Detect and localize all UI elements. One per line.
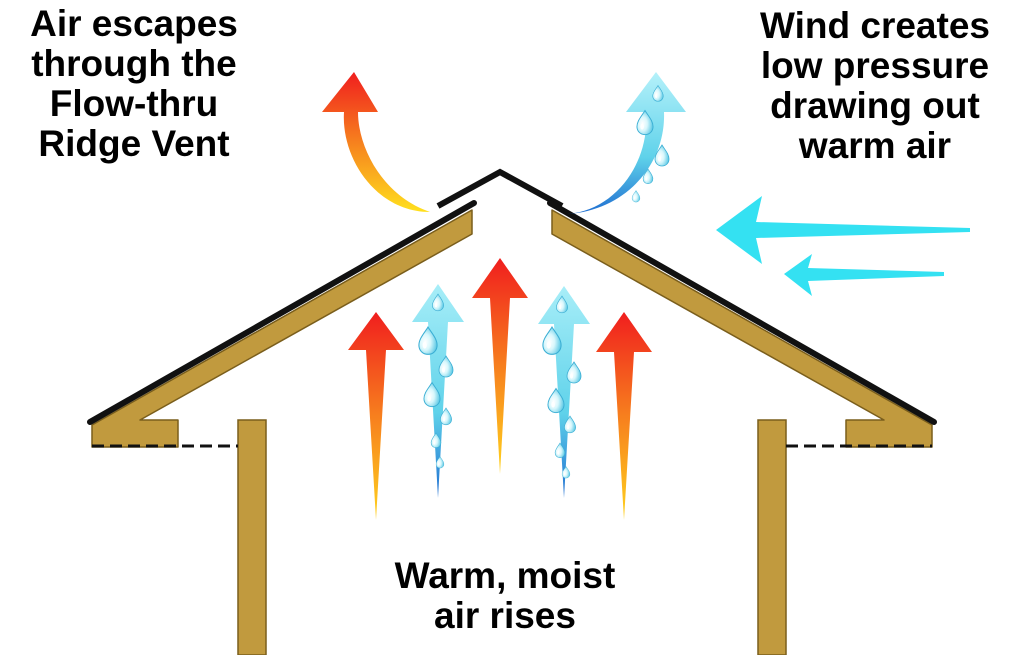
wind-caption-line-3: drawing out xyxy=(770,85,980,126)
moist-air-arrow-right xyxy=(538,286,590,498)
left-wall xyxy=(237,419,267,655)
ridge-vent-caption-line-3: Flow-thru xyxy=(49,83,219,124)
ridge-vent-caption-line-4: Ridge Vent xyxy=(38,123,230,164)
moist-air-arrow-left xyxy=(412,284,464,498)
right-wall xyxy=(757,419,787,655)
wind-caption: Wind creates low pressure drawing out wa… xyxy=(730,6,1020,166)
wind-caption-line-4: warm air xyxy=(798,125,952,166)
warm-air-arrow-center xyxy=(472,258,528,474)
ridge-vent-caption-line-1: Air escapes xyxy=(30,3,238,44)
wind-caption-line-2: low pressure xyxy=(760,45,990,86)
rising-air-caption-line-2: air rises xyxy=(434,595,576,636)
ridge-cap xyxy=(436,168,564,209)
wind-arrow-small xyxy=(784,254,944,296)
ridge-vent-caption-line-2: through the xyxy=(31,43,237,84)
warm-air-escape-arrow xyxy=(322,72,430,212)
rising-air-caption-line-1: Warm, moist xyxy=(394,555,616,596)
wind-arrow-large xyxy=(716,196,970,264)
warm-air-arrow-right xyxy=(596,312,652,520)
moist-air-escape-arrow xyxy=(568,72,686,214)
left-roof-panel xyxy=(87,200,477,448)
warm-air-arrow-left xyxy=(348,312,404,520)
ridge-vent-caption: Air escapes through the Flow-thru Ridge … xyxy=(0,4,268,164)
wind-caption-line-1: Wind creates xyxy=(760,5,990,46)
rising-air-caption: Warm, moist air rises xyxy=(340,556,670,636)
